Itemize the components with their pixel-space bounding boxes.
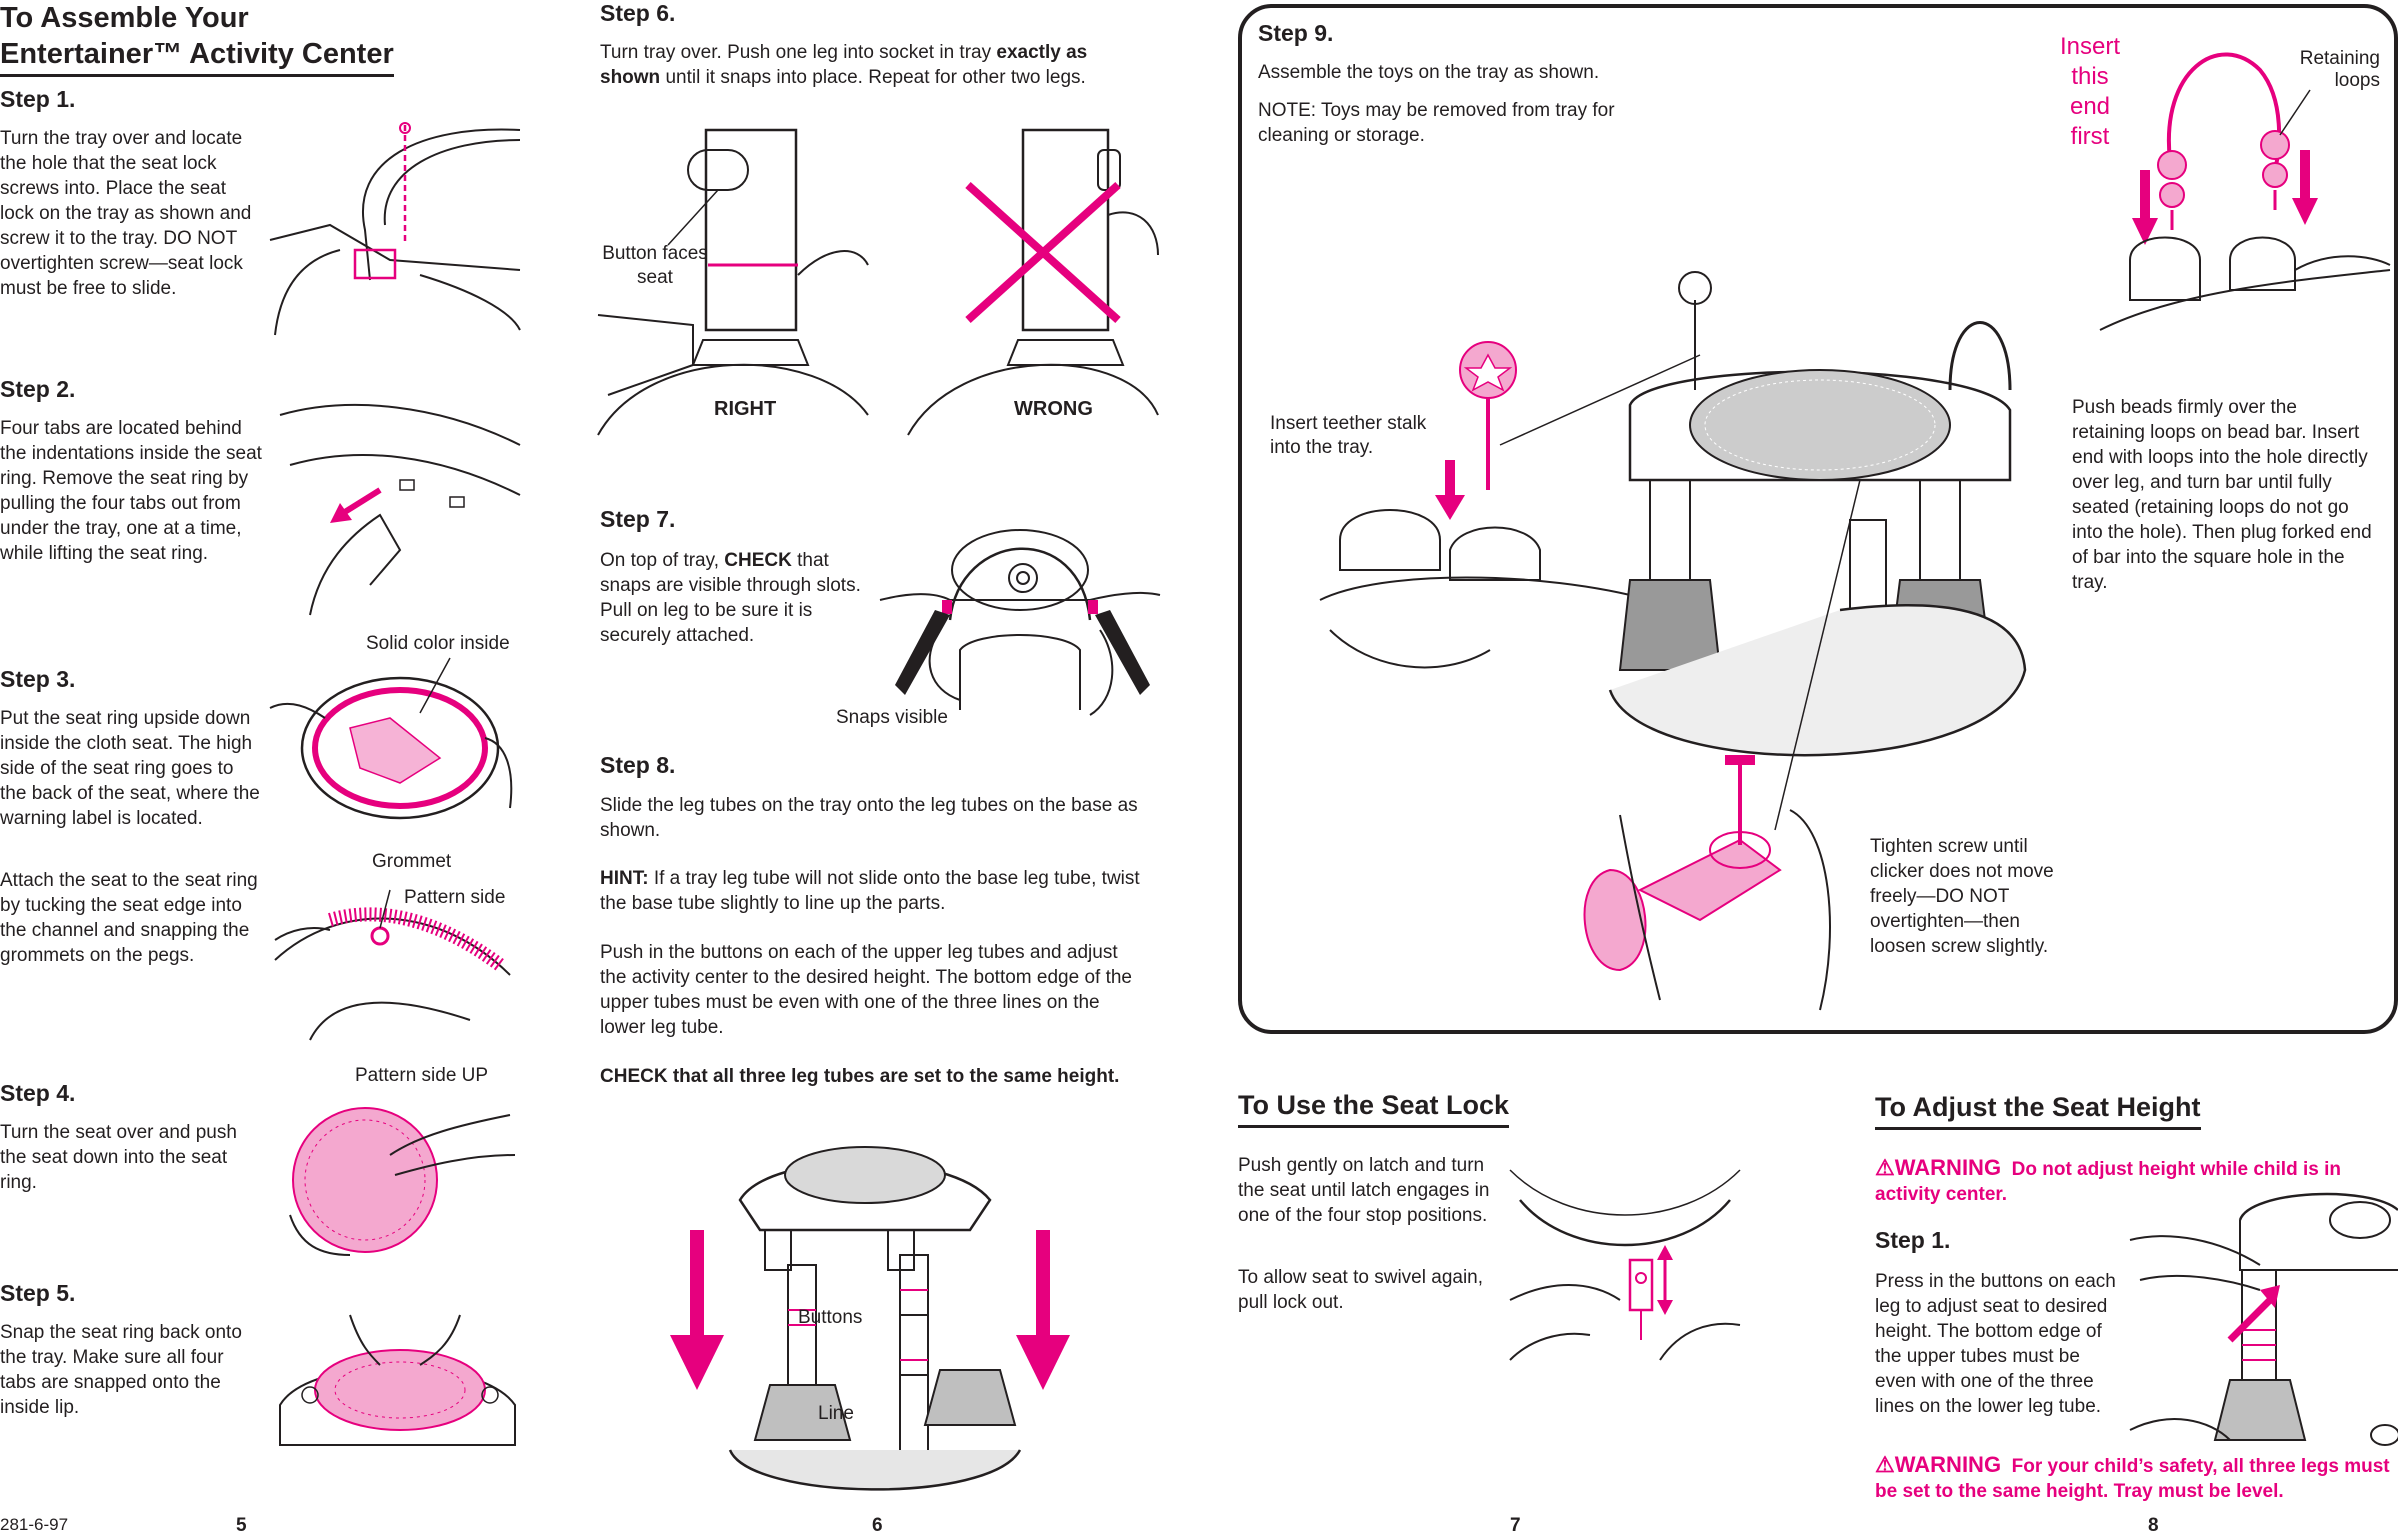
page-number-5: 5 <box>236 1515 247 1535</box>
step3-text: Put the seat ring upside down inside the… <box>0 708 260 829</box>
step5-heading: Step 5. <box>0 1280 76 1306</box>
step9-text: Assemble the toys on the tray as shown. <box>1258 62 1600 83</box>
step4-illustration <box>289 1107 516 1256</box>
label-buttons: Buttons <box>798 1307 863 1328</box>
step2-text: Four tabs are located behind the indenta… <box>0 418 262 564</box>
step5-illustration <box>279 1314 516 1446</box>
step7-text-b: that snaps are visible through slots. Pu… <box>600 550 861 646</box>
seat-lock-illustration <box>1509 1169 1741 1361</box>
seat-height-step1-text: Press in the buttons on each leg to adju… <box>1875 1271 2116 1417</box>
step7-text: On top of tray, CHECK that snaps are vis… <box>600 548 875 648</box>
page5-title: To Assemble Your Entertainer™ Activity C… <box>0 0 394 77</box>
step7-illustration <box>879 529 1161 716</box>
label-insert-this-end-first: Insert this end first <box>2059 33 2121 150</box>
label-line: Line <box>818 1403 854 1424</box>
step1-illustration <box>269 122 521 336</box>
step3-text2: Attach the seat to the seat ring by tuck… <box>0 870 258 966</box>
warning-icon-2: ⚠ <box>1875 1452 1895 1477</box>
step8-check: CHECK that all three leg tubes are set t… <box>600 1066 1120 1087</box>
step8-text1: Slide the leg tubes on the tray onto the… <box>600 795 1138 841</box>
step6-heading: Step 6. <box>600 0 676 26</box>
label-button-faces-seat: Button faces seat <box>602 243 708 288</box>
label-retaining-loops: Retaining loops <box>2299 48 2380 91</box>
step4-text: Turn the seat over and push the seat dow… <box>0 1122 237 1193</box>
seat-lock-heading: To Use the Seat Lock <box>1238 1090 1510 1128</box>
step8-hint-text: If a tray leg tube will not slide onto t… <box>600 868 1140 914</box>
page5-title-line2: Entertainer™ Activity Center <box>0 36 394 77</box>
step3-illustration <box>269 657 513 820</box>
step2-heading: Step 2. <box>0 376 76 402</box>
label-grommet: Grommet <box>372 851 452 872</box>
label-pattern-side-up: Pattern side UP <box>355 1065 489 1086</box>
seat-height-heading: To Adjust the Seat Height <box>1875 1092 2201 1130</box>
step1-heading: Step 1. <box>0 86 76 112</box>
label-wrong: WRONG <box>1014 398 1093 420</box>
seat-height-warning2: ⚠WARNING For your child’s safety, all th… <box>1875 1452 2395 1504</box>
step9-bead-bar-illustration <box>2099 52 2391 331</box>
step3b-illustration <box>274 889 511 1041</box>
seat-height-illustration <box>2129 1192 2398 1446</box>
step6-text-b: until it snaps into place. Repeat for ot… <box>660 67 1086 88</box>
label-insert-teether: Insert teether stalk into the tray. <box>1270 413 1427 458</box>
step6-illustration <box>597 128 1159 436</box>
step8-hint: HINT: If a tray leg tube will not slide … <box>600 866 1140 916</box>
step9-push-beads-text: Push beads firmly over the retaining loo… <box>2072 397 2372 593</box>
step2-illustration <box>279 404 521 616</box>
step9-heading: Step 9. <box>1258 20 1334 46</box>
footer-code: 281-6-97 <box>0 1515 69 1534</box>
page-number-7: 7 <box>1510 1515 1521 1535</box>
step1-text: Turn the tray over and locate the hole t… <box>0 128 252 299</box>
step9-panel <box>1238 4 2398 1034</box>
step8-illustration <box>670 1146 1070 1491</box>
warning-word-2: WARNING <box>1894 1452 2002 1477</box>
warning2-text: For your child’s safety, all three legs … <box>1875 1456 2390 1502</box>
step3-heading: Step 3. <box>0 666 76 692</box>
label-snaps-visible: Snaps visible <box>836 707 948 728</box>
step8-hint-label: HINT: <box>600 868 649 889</box>
warning-icon-1: ⚠ <box>1875 1155 1895 1180</box>
page-number-8: 8 <box>2148 1515 2159 1535</box>
label-right: RIGHT <box>714 398 777 420</box>
step8-text3: Push in the buttons on each of the upper… <box>600 942 1132 1038</box>
step6-text-a: Turn tray over. Push one leg into socket… <box>600 42 997 63</box>
label-solid-color-inside: Solid color inside <box>366 633 510 654</box>
seat-lock-text2: To allow seat to swivel again, pull lock… <box>1238 1267 1484 1313</box>
step4-heading: Step 4. <box>0 1080 76 1106</box>
label-pattern-side: Pattern side <box>404 887 506 908</box>
page-number-6: 6 <box>872 1515 883 1535</box>
step8-heading: Step 8. <box>600 752 676 778</box>
page5-title-line1: To Assemble Your <box>0 2 249 34</box>
step9-note: NOTE: Toys may be removed from tray for … <box>1258 100 1615 146</box>
seat-height-warning1: ⚠WARNING Do not adjust height while chil… <box>1875 1155 2395 1207</box>
step7-text-bold: CHECK <box>724 550 792 571</box>
seat-lock-text1: Push gently on latch and turn the seat u… <box>1238 1155 1490 1226</box>
step6-text-bold: exactly as shown <box>600 42 1088 88</box>
label-tighten-screw: Tighten screw until clicker does not mov… <box>1870 836 2054 957</box>
warning-word-1: WARNING <box>1894 1155 2002 1180</box>
step9-activity-center-illustration <box>1319 271 2027 1011</box>
seat-height-step1-heading: Step 1. <box>1875 1227 1951 1253</box>
warning1-text: Do not adjust height while child is in a… <box>1875 1159 2341 1205</box>
step6-text: Turn tray over. Push one leg into socket… <box>600 40 1140 90</box>
step7-heading: Step 7. <box>600 506 676 532</box>
step7-text-a: On top of tray, <box>600 550 725 571</box>
step5-text: Snap the seat ring back onto the tray. M… <box>0 1322 242 1418</box>
